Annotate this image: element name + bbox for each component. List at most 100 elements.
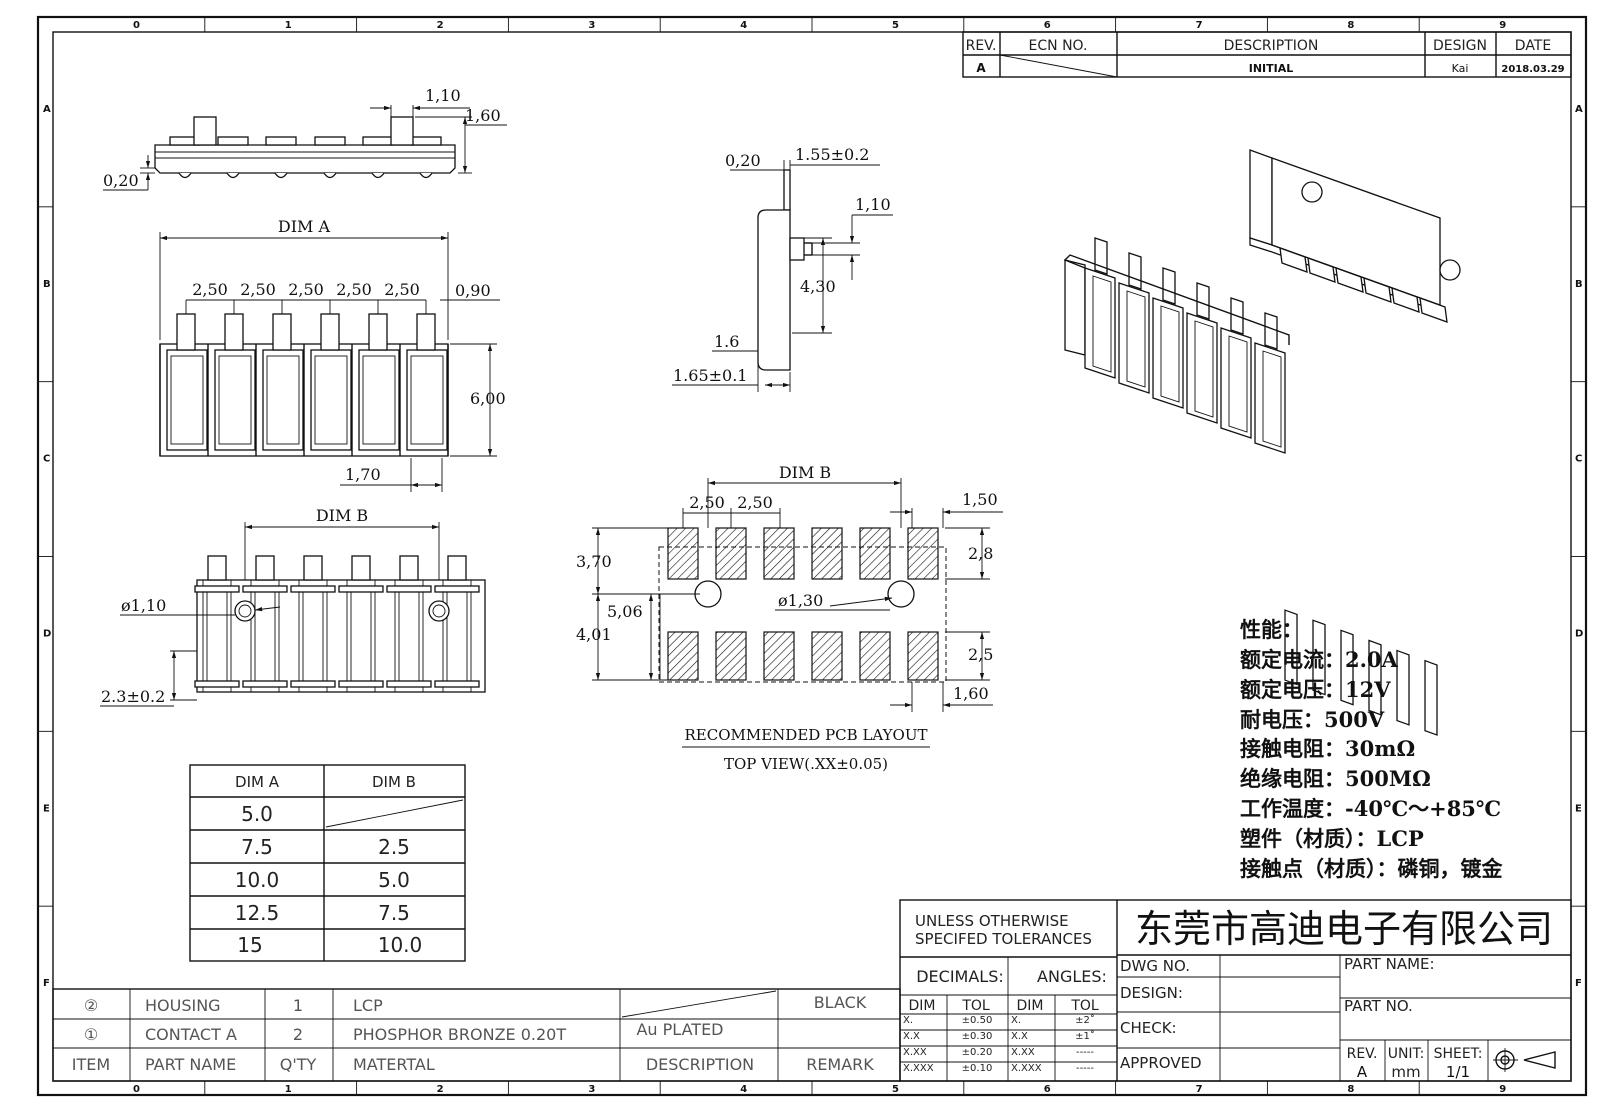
- profile-view: 0,20 1.55±0.2 1,10 4,30 1.6 1.65±0.1: [672, 145, 893, 392]
- ecn-header: ECN NO.: [1029, 38, 1088, 54]
- border-row-label: A: [43, 104, 51, 115]
- border-col-label: 7: [1196, 1084, 1203, 1095]
- description-value: INITIAL: [1249, 62, 1294, 75]
- part-no-label: PART NO.: [1344, 997, 1413, 1015]
- border-row-label: D: [43, 629, 51, 640]
- border-col-label: 8: [1347, 1084, 1354, 1095]
- border-col-label: 7: [1196, 20, 1203, 31]
- pcb-dim-506: 5,06: [607, 602, 643, 621]
- bom-name: CONTACT A: [145, 1025, 237, 1044]
- dim-table-cell: 7.5: [241, 835, 273, 859]
- tol-dim: X.XXX: [903, 1063, 934, 1074]
- rev-header: REV.: [966, 38, 997, 54]
- profile-dim-430: 4,30: [800, 277, 836, 296]
- ang-value: -----: [1076, 1047, 1094, 1058]
- side-view: 1,10 1,60 0,20: [103, 86, 507, 191]
- tol-dim-header: DIM: [909, 998, 936, 1014]
- spec-line: 性能：: [1240, 617, 1303, 642]
- dim-table-cell: 5.0: [241, 802, 273, 826]
- pcb-dim-370: 3,70: [576, 552, 612, 571]
- border-col-label: 5: [892, 20, 899, 31]
- profile-dim-155: 1.55±0.2: [795, 145, 869, 164]
- sheet-value: 1/1: [1446, 1063, 1470, 1081]
- border-col-label: 1: [285, 20, 292, 31]
- pcb-dim-150: 1,50: [962, 490, 998, 509]
- dim-table-cell: 12.5: [235, 901, 280, 925]
- front-dim-a: DIM A: [278, 217, 331, 236]
- tol-dim: X.XX: [903, 1047, 927, 1058]
- pcb-dim-b: DIM B: [779, 463, 831, 482]
- dim-table-cell: 10.0: [378, 933, 423, 957]
- tol-value: ±0.20: [962, 1047, 993, 1058]
- ang-dim: X.X: [1011, 1031, 1028, 1042]
- bom-desc: Au PLATED: [636, 1020, 723, 1039]
- border-row-label: B: [1575, 279, 1583, 290]
- angles-label: ANGLES:: [1037, 967, 1107, 986]
- approved-label: APPROVED: [1120, 1054, 1202, 1072]
- front-pitch: 2,50: [192, 280, 228, 299]
- check-label: CHECK:: [1120, 1019, 1177, 1037]
- dim-table: DIM A DIM B 5.0 7.5 2.5 10.0 5.0 12.5 7.…: [189, 764, 466, 962]
- description-header: DESCRIPTION: [1224, 38, 1319, 54]
- border-row-label: C: [1575, 454, 1582, 465]
- revision-block: REV. ECN NO. DESCRIPTION DESIGN DATE A I…: [962, 31, 1572, 78]
- design-label: DESIGN:: [1120, 984, 1183, 1002]
- ang-value: -----: [1076, 1063, 1094, 1074]
- tol-note-1: UNLESS OTHERWISE: [915, 912, 1069, 930]
- bom-header-item: ITEM: [72, 1055, 110, 1074]
- profile-dim-165: 1.65±0.1: [673, 366, 747, 385]
- border-col-label: 8: [1347, 20, 1354, 31]
- border-row-label: A: [1575, 104, 1583, 115]
- ang-dim: X.XX: [1011, 1047, 1035, 1058]
- isometric-view-top: [1249, 149, 1461, 736]
- design-header: DESIGN: [1433, 38, 1487, 54]
- front-dim-600: 6,00: [470, 389, 506, 408]
- pcb-dim-28: 2,8: [968, 544, 993, 563]
- pcb-dim-25: 2,5: [968, 645, 993, 664]
- bom-header-material: MATERTAL: [353, 1055, 435, 1074]
- dwg-no-label: DWG NO.: [1120, 957, 1190, 975]
- bom-header-qty: Q'TY: [280, 1055, 317, 1074]
- dim-table-cell: 5.0: [378, 868, 410, 892]
- profile-dim-16: 1.6: [714, 332, 739, 351]
- date-header: DATE: [1515, 38, 1551, 54]
- front-dim-090: 0,90: [455, 281, 491, 300]
- bom-header-desc: DESCRIPTION: [646, 1055, 754, 1074]
- bottom-dim-hole: ø1,10: [121, 596, 166, 615]
- rev-value-tb: A: [1357, 1063, 1368, 1081]
- border-col-label: 6: [1044, 1084, 1051, 1095]
- spec-line: 耐电压：500V: [1240, 707, 1385, 732]
- border-row-label: B: [43, 279, 51, 290]
- ang-dim: X.: [1011, 1015, 1021, 1026]
- border-col-label: 2: [437, 20, 444, 31]
- dim-table-header-a: DIM A: [235, 773, 280, 791]
- dim-table-header-b: DIM B: [372, 773, 416, 791]
- isometric-view-bottom: [1063, 237, 1290, 454]
- side-dim-160: 1,60: [465, 106, 501, 125]
- company-name: 东莞市高迪电子有限公司: [1135, 907, 1553, 951]
- pcb-dim-401: 4,01: [576, 625, 612, 644]
- ang-value: ±1˚: [1075, 1030, 1095, 1042]
- bom-material: PHOSPHOR BRONZE 0.20T: [353, 1025, 566, 1044]
- pcb-caption-1: RECOMMENDED PCB LAYOUT: [685, 726, 928, 744]
- spec-line: 接触点（材质）：磷铜，镀金: [1240, 856, 1503, 881]
- bottom-dim-23: 2.3±0.2: [101, 687, 165, 706]
- rev-label: REV.: [1347, 1046, 1378, 1062]
- bottom-view: DIM B ø1,10 2.3±0.2: [100, 506, 486, 707]
- unit-label: UNIT:: [1388, 1046, 1425, 1062]
- border-col-label: 4: [740, 20, 747, 31]
- date-value: 2018.03.29: [1501, 64, 1564, 75]
- ang-tol-header: TOL: [1070, 998, 1099, 1014]
- profile-dim-020: 0,20: [725, 151, 761, 170]
- bom-qty: 1: [293, 996, 303, 1015]
- pcb-pitch-1: 2,50: [689, 493, 725, 512]
- pcb-layout: DIM B 2,50 2,50 1,50 3,70 2,8 5,06 ø1,30…: [576, 463, 1003, 773]
- dim-table-cell: 7.5: [378, 901, 410, 925]
- bom-name: HOUSING: [145, 996, 221, 1015]
- spec-notes: 性能： 额定电流：2.0A 额定电压：12V 耐电压：500V 接触电阻：30m…: [1240, 617, 1503, 881]
- pcb-dim-hole: ø1,30: [778, 591, 823, 610]
- border-row-label: F: [43, 978, 50, 989]
- border-row-label: E: [1575, 803, 1582, 814]
